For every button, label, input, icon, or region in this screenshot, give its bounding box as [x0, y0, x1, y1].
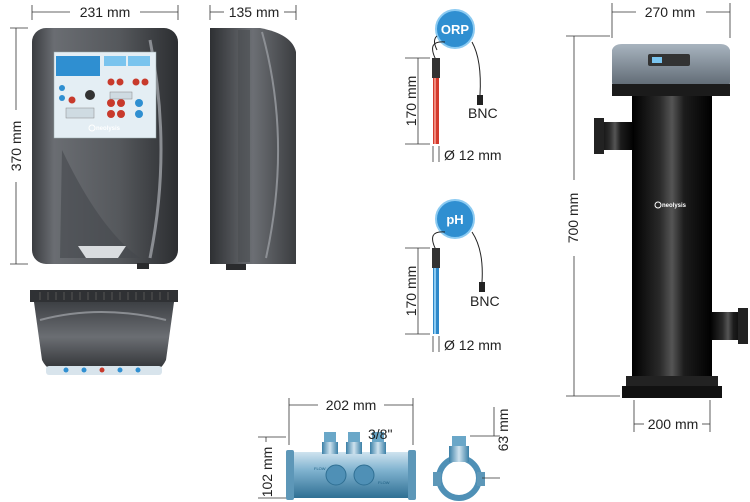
ph-badge — [436, 200, 474, 238]
cell-logo: neolysis — [662, 203, 687, 209]
control-unit-side — [210, 28, 296, 270]
dimension-clamp-height: 63 mm — [470, 407, 511, 479]
dimension-manifold-thread: 3/8" — [368, 426, 392, 442]
cell-body — [632, 96, 712, 378]
label-cell-width: 270 mm — [645, 4, 696, 20]
manifold-pipe — [289, 452, 413, 498]
label-ph-length: 170 mm — [403, 266, 419, 317]
orp-connector-label: BNC — [468, 105, 498, 121]
dimension-control-depth: 135 mm — [209, 4, 297, 20]
orp-label: ORP — [441, 22, 470, 37]
label-manifold-width: 202 mm — [326, 397, 377, 413]
label-ph-diameter: Ø 12 mm — [444, 337, 502, 353]
dimension-control-height: 370 mm — [8, 27, 28, 265]
ph-connector-label: BNC — [470, 293, 500, 309]
control-unit-bottom-view — [30, 290, 178, 375]
label-orp-length: 170 mm — [403, 76, 419, 127]
orp-badge — [436, 10, 474, 48]
orp-probe: ORP BNC — [432, 9, 498, 144]
label-control-height: 370 mm — [8, 121, 24, 172]
control-unit-logo: neolysis — [96, 126, 121, 132]
ph-label: pH — [446, 212, 463, 227]
dimension-ph-length: 170 mm — [403, 247, 430, 335]
label-control-depth: 135 mm — [229, 4, 280, 20]
dimension-ph-diameter: Ø 12 mm — [432, 336, 502, 353]
label-manifold-thread: 3/8" — [368, 426, 392, 442]
label-manifold-height: 102 mm — [259, 447, 275, 498]
manifold: FLOW FLOW — [286, 432, 416, 500]
control-unit-front: neolysis — [32, 28, 178, 269]
label-control-width: 231 mm — [80, 4, 131, 20]
dimension-orp-diameter: Ø 12 mm — [432, 146, 502, 163]
dimension-manifold-height: 102 mm — [258, 436, 286, 499]
ph-probe: pH BNC — [432, 199, 500, 334]
label-clamp-height: 63 mm — [495, 409, 511, 452]
dimension-manifold-width: 202 mm — [288, 397, 414, 445]
dimension-control-width: 231 mm — [31, 4, 179, 20]
label-cell-height: 700 mm — [565, 193, 581, 244]
dimension-orp-length: 170 mm — [403, 57, 430, 145]
svg-text:FLOW: FLOW — [314, 466, 326, 471]
dimension-cell-height: 700 mm — [565, 35, 620, 397]
label-cell-base: 200 mm — [648, 416, 699, 432]
dimension-cell-base: 200 mm — [633, 400, 711, 432]
label-orp-diameter: Ø 12 mm — [444, 147, 502, 163]
svg-text:FLOW: FLOW — [378, 480, 390, 485]
clamp-saddle — [433, 436, 485, 501]
dimension-cell-width: 270 mm — [611, 3, 731, 38]
electrolysis-cell: neolysis — [594, 44, 748, 398]
